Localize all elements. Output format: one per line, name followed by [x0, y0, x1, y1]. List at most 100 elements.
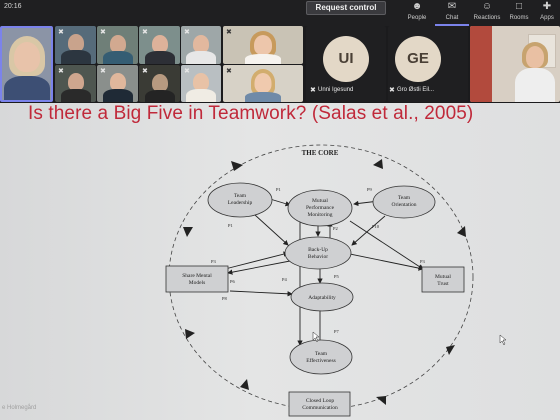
- participant-face: [254, 73, 272, 93]
- diagram-heading: THE CORE: [302, 149, 339, 157]
- node-closed-loop-communication: Closed Loop Communication: [288, 391, 351, 417]
- svg-text:Back-Up: Back-Up: [308, 247, 328, 253]
- participant-body: [514, 68, 555, 102]
- people-icon: ☻: [411, 1, 423, 12]
- participant-face: [67, 73, 84, 91]
- rooms-button[interactable]: □ Rooms: [502, 0, 536, 26]
- participant-face: [109, 73, 126, 91]
- svg-text:P4: P4: [282, 277, 288, 282]
- svg-text:Share Mental: Share Mental: [182, 273, 212, 279]
- svg-text:Monitoring: Monitoring: [307, 212, 332, 218]
- participant-body: [144, 51, 175, 64]
- mic-muted-icon: ✖: [226, 68, 232, 75]
- participant-face: [151, 35, 168, 53]
- chat-icon: ✉: [447, 1, 457, 12]
- svg-text:Orientation: Orientation: [391, 202, 416, 208]
- mic-muted-icon: ✖: [226, 29, 232, 36]
- clock: 20:16: [4, 3, 22, 10]
- svg-text:P6: P6: [230, 279, 236, 284]
- video-tile[interactable]: ✖: [181, 26, 221, 64]
- path-labels: P1 P1 P9 P2 P10 P3 P3 P5 P4 P6 P8 P7: [211, 187, 426, 334]
- video-tile[interactable]: ✖: [97, 65, 138, 102]
- video-tile[interactable]: ✖: [55, 26, 96, 64]
- participant-name: Unni Igesund: [318, 87, 354, 93]
- mic-muted-icon: ✖: [100, 29, 106, 36]
- svg-text:Models: Models: [189, 280, 206, 286]
- video-tile[interactable]: ✖: [223, 65, 303, 102]
- mic-muted-icon: ✖: [184, 29, 190, 36]
- node-mutual-performance-monitoring: Mutual Performance Monitoring: [287, 189, 353, 227]
- shared-slide: Is there a Big Five in Teamwork? (Salas …: [0, 103, 560, 420]
- meeting-toolbar: 20:16 Request control ☻ People ✉ Chat ☺ …: [0, 0, 560, 26]
- mic-muted-icon: ✖: [142, 68, 148, 75]
- video-tile[interactable]: ✖: [181, 65, 221, 102]
- svg-text:P10: P10: [372, 224, 380, 229]
- closed-loop-ring: [168, 144, 474, 410]
- svg-text:Team: Team: [234, 193, 247, 199]
- background-curtain: [470, 26, 492, 102]
- apps-button[interactable]: ✚ Apps: [534, 0, 560, 26]
- svg-text:Team: Team: [315, 351, 328, 357]
- mic-muted-icon: ✖: [310, 87, 316, 94]
- participant-body: [102, 51, 133, 64]
- svg-text:Closed Loop: Closed Loop: [306, 398, 335, 404]
- mic-muted-icon: ✖: [58, 29, 64, 36]
- svg-text:Trust: Trust: [437, 281, 449, 287]
- svg-text:P3: P3: [420, 259, 426, 264]
- loop-arrowhead: [376, 396, 386, 405]
- node-shared-mental-models: Share Mental Models: [165, 265, 229, 293]
- participant-body: [245, 92, 281, 102]
- people-button[interactable]: ☻ People: [400, 0, 434, 26]
- video-tile[interactable]: [0, 26, 53, 102]
- big-five-teamwork-diagram: THE CORE Team Leadership Mutual: [165, 144, 507, 417]
- loop-arrowhead: [373, 159, 383, 169]
- cursor-icon: [499, 334, 507, 346]
- apps-label: Apps: [540, 15, 554, 21]
- presenter-name: e Holmegård: [2, 405, 37, 411]
- participant-body: [144, 90, 175, 102]
- svg-text:Mutual: Mutual: [435, 274, 451, 280]
- apps-icon: ✚: [542, 1, 552, 12]
- participant-tile-gro[interactable]: GE ✖ Gro Østli Eil...: [388, 26, 468, 102]
- video-tile[interactable]: ✖: [223, 26, 303, 64]
- reactions-label: Reactions: [473, 15, 501, 21]
- participant-body: [60, 50, 91, 64]
- video-tile[interactable]: ✖: [97, 26, 138, 64]
- request-control-button[interactable]: Request control: [306, 1, 386, 15]
- participant-tile-unni[interactable]: UI ✖ Unni Igesund: [306, 26, 386, 102]
- mic-muted-icon: ✖: [142, 29, 148, 36]
- participant-name: Gro Østli Eil...: [397, 87, 435, 93]
- video-tile[interactable]: ✖: [139, 26, 180, 64]
- svg-text:Team: Team: [398, 195, 411, 201]
- video-tile[interactable]: ✖: [55, 65, 96, 102]
- reactions-button[interactable]: ☺ Reactions: [470, 0, 504, 26]
- avatar: UI: [323, 36, 369, 82]
- participant-face: [67, 34, 84, 52]
- chat-button[interactable]: ✉ Chat: [435, 0, 469, 26]
- svg-text:P8: P8: [222, 296, 228, 301]
- svg-text:P1: P1: [276, 187, 281, 192]
- mic-muted-icon: ✖: [58, 68, 64, 75]
- loop-arrowhead: [183, 227, 193, 237]
- participant-body: [245, 54, 281, 64]
- loop-arrowhead: [231, 161, 243, 171]
- participant-body: [60, 89, 91, 102]
- cursor-icon: [312, 331, 320, 343]
- video-tile[interactable]: ✖: [139, 65, 180, 102]
- video-tile[interactable]: [470, 26, 560, 102]
- participant-face: [254, 35, 272, 55]
- loop-arrowhead: [457, 226, 466, 237]
- rooms-icon: □: [515, 1, 523, 12]
- svg-text:Adaptability: Adaptability: [308, 295, 336, 301]
- participant-face: [13, 42, 40, 72]
- node-team-leadership: Team Leadership: [207, 182, 273, 218]
- svg-text:Effectiveness: Effectiveness: [306, 357, 336, 364]
- loop-arrowhead: [446, 345, 455, 355]
- participant-body: [3, 76, 50, 100]
- loop-arrowhead: [185, 329, 195, 339]
- participant-body: [186, 51, 216, 64]
- svg-text:P1: P1: [228, 223, 233, 228]
- svg-text:Behavior: Behavior: [308, 254, 328, 260]
- participant-face: [109, 35, 126, 53]
- rooms-label: Rooms: [509, 15, 529, 21]
